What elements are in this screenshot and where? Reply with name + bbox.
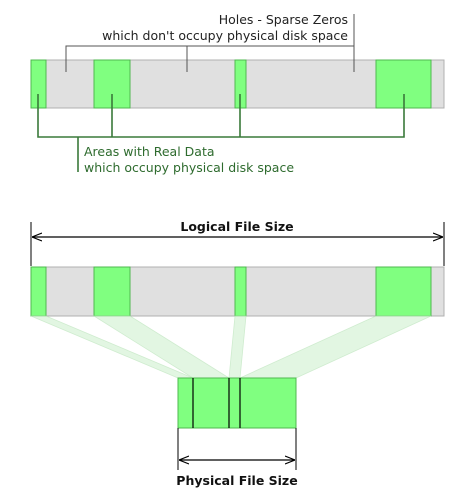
middle-file-bar <box>30 266 445 317</box>
projection-block-4 <box>239 315 432 379</box>
physical-file-block <box>177 377 297 429</box>
logical-size-dimension: Logical File Size <box>30 219 445 266</box>
logical-size-label: Logical File Size <box>180 219 293 234</box>
holes-label-line1: Holes - Sparse Zeros <box>219 12 348 27</box>
data-label-line2: which occupy physical disk space <box>84 160 294 175</box>
data-bracket <box>37 94 405 138</box>
mid-data-block-3 <box>234 266 247 317</box>
mid-data-block-1 <box>30 266 47 317</box>
projection-block-3 <box>228 315 247 379</box>
mid-data-block-2 <box>93 266 131 317</box>
physical-size-dimension: Physical File Size <box>176 428 298 488</box>
holes-label-line2: which don't occupy physical disk space <box>102 28 348 43</box>
top-file-bar <box>30 59 445 109</box>
data-label-line1: Areas with Real Data <box>84 144 215 159</box>
mid-data-block-4 <box>375 266 432 317</box>
holes-annotation: Holes - Sparse Zeros which don't occupy … <box>65 12 355 72</box>
physical-size-label: Physical File Size <box>176 473 297 488</box>
holes-bracket <box>65 45 355 72</box>
projection-lines <box>30 315 432 379</box>
physical-block-background <box>177 377 297 429</box>
data-annotation: Areas with Real Data which occupy physic… <box>37 94 405 175</box>
